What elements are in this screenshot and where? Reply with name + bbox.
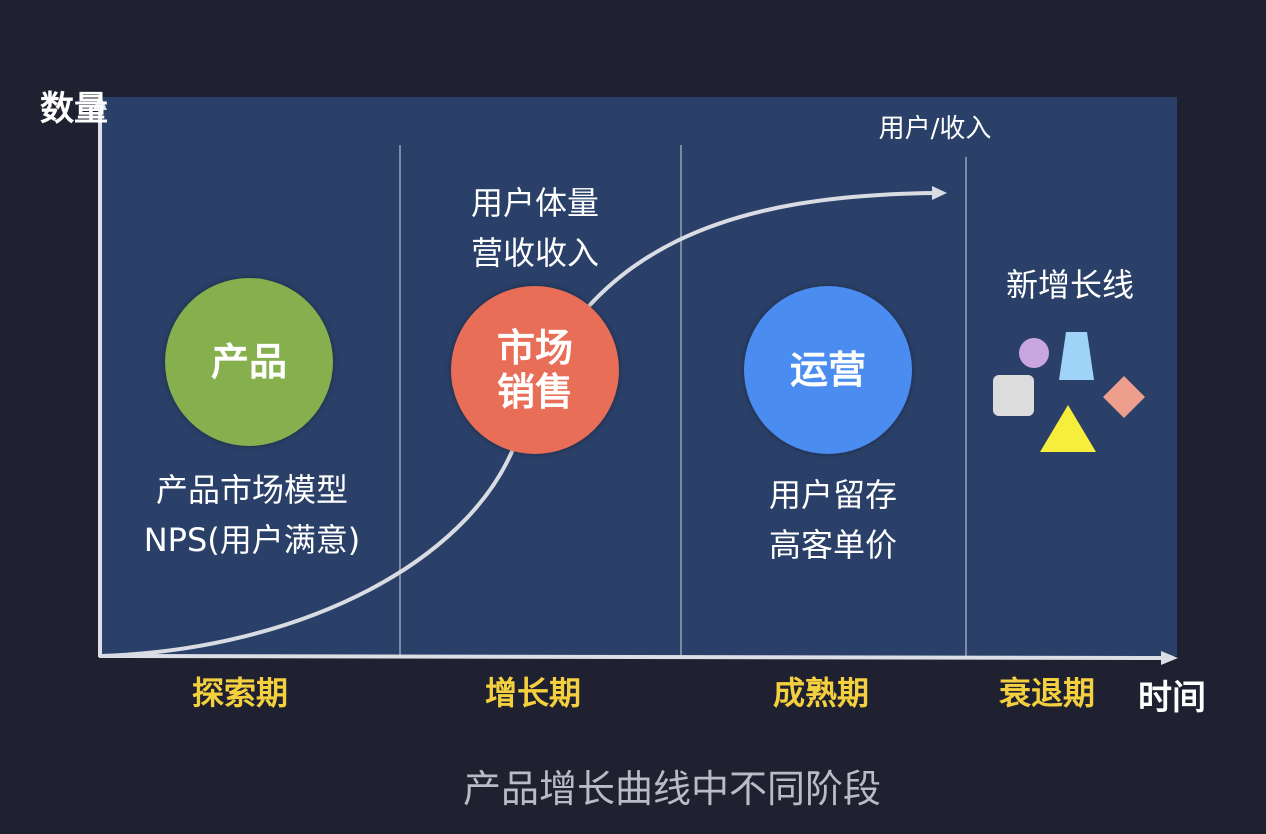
maturity-description: 用户留存 高客单价 bbox=[768, 476, 898, 564]
stage-divider-2 bbox=[680, 145, 682, 656]
diagram-caption: 产品增长曲线中不同阶段 bbox=[462, 767, 882, 811]
marketing-sales-circle: 市场 销售 bbox=[451, 286, 619, 454]
exploration-description: 产品市场模型 NPS(用户满意) bbox=[143, 471, 361, 559]
operations-circle: 运营 bbox=[744, 286, 912, 454]
operations-circle-label: 运营 bbox=[789, 348, 866, 392]
stage-divider-1 bbox=[399, 145, 401, 656]
x-axis-arrow bbox=[1161, 651, 1178, 665]
stage-label-growth: 增长期 bbox=[484, 674, 582, 712]
growth-curve-arrow bbox=[932, 186, 947, 200]
curve-label: 用户/收入 bbox=[878, 114, 992, 144]
decline-shape-triangle bbox=[1040, 405, 1096, 452]
stage-label-exploration: 探索期 bbox=[191, 674, 289, 712]
marketing-sales-circle-label: 市场 销售 bbox=[496, 326, 573, 414]
stage-divider-3 bbox=[965, 157, 967, 656]
decline-shape-trapezoid bbox=[1059, 332, 1094, 380]
y-axis-arrow bbox=[93, 94, 107, 110]
stage-label-maturity: 成熟期 bbox=[772, 674, 870, 712]
decline-description: 新增长线 bbox=[1005, 266, 1135, 304]
decline-shape-square bbox=[993, 375, 1034, 416]
y-axis-label: 数量 bbox=[40, 89, 108, 129]
x-axis-label: 时间 bbox=[1138, 678, 1206, 718]
product-circle-label: 产品 bbox=[210, 340, 287, 384]
x-axis bbox=[98, 654, 1165, 660]
decline-shape-diamond bbox=[1103, 376, 1145, 418]
product-circle: 产品 bbox=[165, 278, 333, 446]
growth-description: 用户体量 营收收入 bbox=[470, 184, 600, 272]
stage-label-decline: 衰退期 bbox=[998, 674, 1096, 712]
decline-shape-circle bbox=[1019, 338, 1049, 368]
